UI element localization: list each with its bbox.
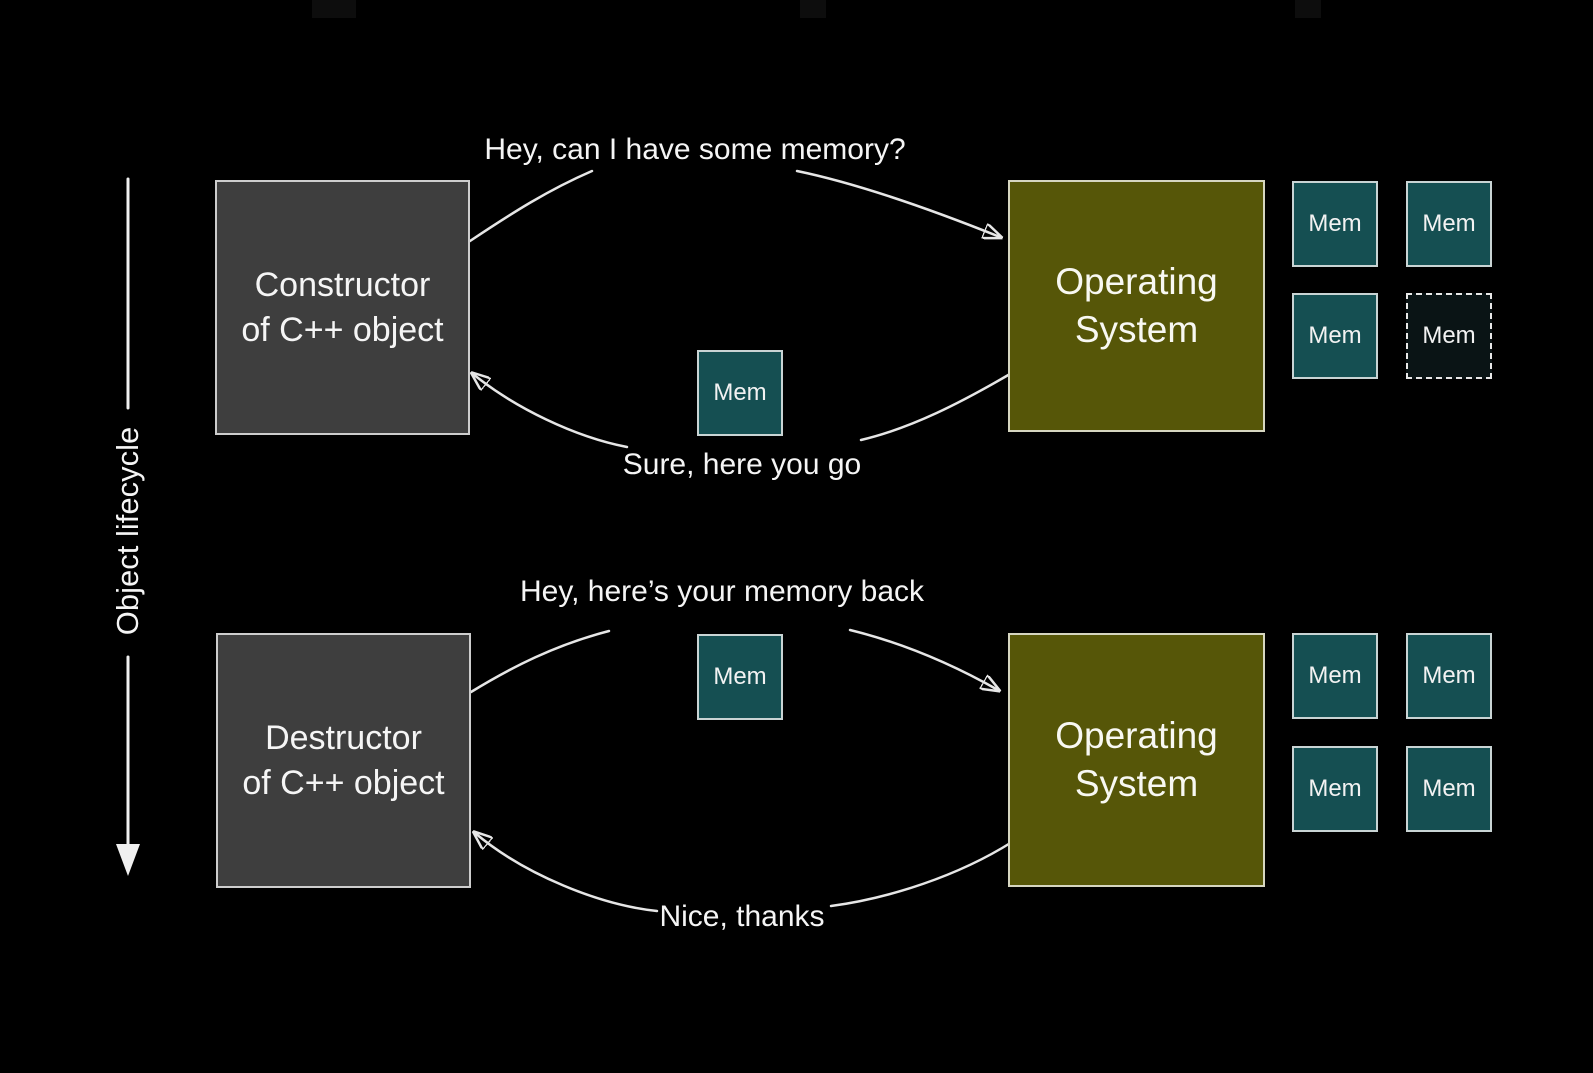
arrow-return-memory-left: [469, 629, 611, 694]
arrow-request-memory-left: [468, 169, 594, 243]
os-box-deallocation-label: Operating System: [1055, 714, 1218, 804]
mem-chip-label: Mem: [713, 379, 767, 406]
top-artifact: [800, 0, 826, 18]
return-memory-message: Hey, here’s your memory back: [519, 575, 925, 608]
mem-chip-label: Mem: [713, 663, 767, 690]
mem-chip-label: Mem: [1422, 322, 1476, 349]
mem-chip: Mem: [1292, 633, 1378, 719]
arrow-return-memory-right: [848, 628, 998, 690]
top-artifact: [1295, 0, 1321, 18]
arrow-request-memory-right: [795, 169, 1000, 237]
mem-chip: Mem: [1406, 633, 1492, 719]
destructor-box-label: Destructor of C++ object: [242, 718, 445, 802]
constructor-box-label: Constructor of C++ object: [241, 265, 444, 349]
lifecycle-axis-label: Object lifecycle: [110, 426, 145, 636]
mem-chip-label: Mem: [1422, 775, 1476, 802]
mem-chip-label: Mem: [1308, 210, 1362, 237]
thanks-message: Nice, thanks: [659, 900, 825, 933]
mem-chip-transfer-allocation: Mem: [697, 350, 783, 436]
destructor-box: Destructor of C++ object: [216, 633, 471, 888]
mem-chip-label: Mem: [1308, 775, 1362, 802]
mem-chip-label: Mem: [1308, 662, 1362, 689]
os-box-allocation-label: Operating System: [1055, 260, 1218, 350]
arrow-grant-memory-left: [473, 374, 629, 449]
request-memory-message: Hey, can I have some memory?: [484, 133, 906, 166]
mem-chip: Mem: [1406, 746, 1492, 832]
mem-chip-transfer-deallocation: Mem: [697, 634, 783, 720]
mem-chip-label: Mem: [1422, 662, 1476, 689]
arrow-thanks-left: [475, 833, 659, 913]
mem-chip: Mem: [1292, 746, 1378, 832]
lifecycle-arrowhead-icon: [116, 844, 140, 876]
arrow-grant-memory-right: [859, 372, 1012, 442]
constructor-box: Constructor of C++ object: [215, 180, 470, 435]
mem-chip: Mem: [1406, 181, 1492, 267]
mem-chip-label: Mem: [1308, 322, 1362, 349]
os-box-allocation: Operating System: [1008, 180, 1265, 432]
mem-chip-label: Mem: [1422, 210, 1476, 237]
arrow-thanks-right: [829, 840, 1014, 908]
mem-chip: Mem: [1292, 293, 1378, 379]
mem-chip: Mem: [1292, 181, 1378, 267]
grant-memory-message: Sure, here you go: [622, 448, 862, 481]
os-box-deallocation: Operating System: [1008, 633, 1265, 887]
mem-chip-freed: Mem: [1406, 293, 1492, 379]
top-artifact: [312, 0, 356, 18]
